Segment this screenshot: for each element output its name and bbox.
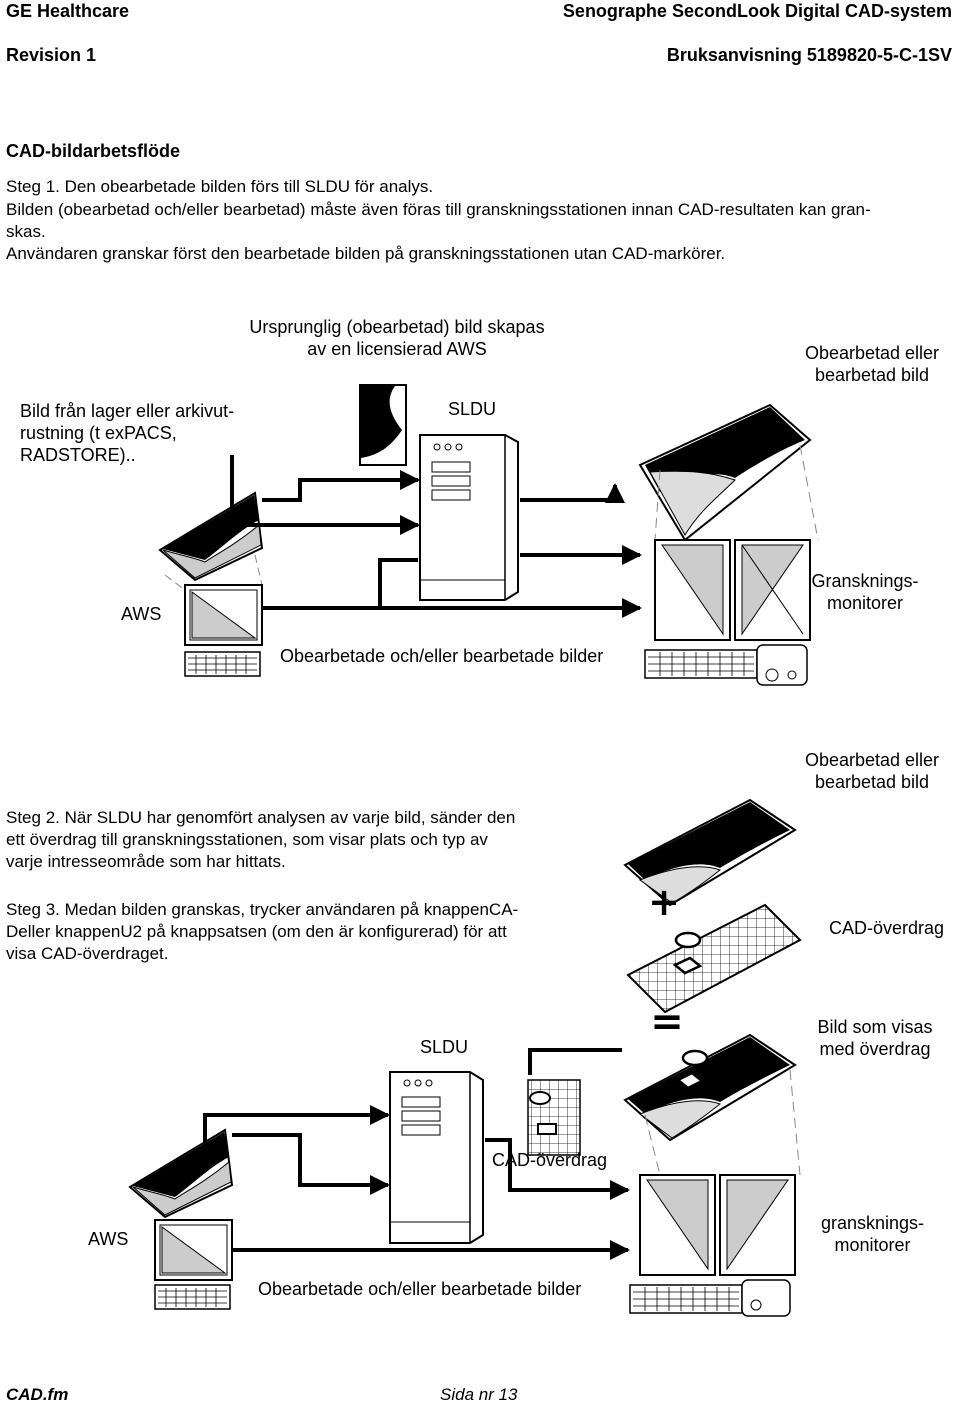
d2-aws-label: AWS xyxy=(88,1229,129,1249)
step1-line3: skas. xyxy=(6,222,46,241)
d1-monitors-line2: monitorer xyxy=(826,593,904,613)
data-flow-arrows xyxy=(230,455,642,618)
step3-line2: Deller knappenU2 på knappsatsen (om den … xyxy=(6,922,507,941)
d1-top-caption-line1: Ursprunglig (obearbetad) bild skapas xyxy=(249,317,545,337)
review-monitors-icon xyxy=(644,539,811,686)
aws-image-icon xyxy=(158,491,264,591)
d1-sldu-label: SLDU xyxy=(448,399,497,419)
manual-number: Bruksanvisning 5189820-5-C-1SV xyxy=(666,45,952,65)
product-name: Senographe SecondLook Digital CAD-system xyxy=(562,1,952,21)
d1-top-caption-line2: av en licensierad AWS xyxy=(307,339,487,359)
section-title: CAD-bildarbetsflöde xyxy=(6,141,181,161)
company-name: GE Healthcare xyxy=(6,1,130,21)
equals-sign: = xyxy=(650,999,684,1045)
d2-monitors-line1: gransknings- xyxy=(820,1213,925,1233)
d1-monitors-line1: Gransknings- xyxy=(811,571,919,591)
d2-result-caption-line1: Bild som visas xyxy=(817,1017,933,1037)
d2-sldu-label: SLDU xyxy=(420,1037,469,1057)
step1-line4: Användaren granskar först den bearbetade… xyxy=(6,244,726,263)
aws-image-icon-2 xyxy=(128,1128,234,1219)
step1-line1: Steg 1. Den obearbetade bilden förs till… xyxy=(6,177,434,196)
plus-sign: + xyxy=(648,880,680,924)
d2-image-caption-line1: Obearbetad eller xyxy=(804,750,940,770)
review-monitors-icon-2 xyxy=(629,1174,796,1317)
result-image-icon xyxy=(623,1033,801,1176)
cad-overlay-sheet-icon xyxy=(527,1079,581,1156)
original-image-icon xyxy=(359,384,407,466)
d1-right-caption-line2: bearbetad bild xyxy=(814,365,930,385)
d2-image-caption-line2: bearbetad bild xyxy=(814,772,930,792)
d2-overlay-label: CAD-överdrag xyxy=(492,1150,608,1170)
d2-flow-label: Obearbetade och/eller bearbetade bilder xyxy=(258,1279,582,1299)
step3-line3: visa CAD-överdraget. xyxy=(6,944,169,963)
step1-line2: Bilden (obearbetad och/eller bearbetad) … xyxy=(6,200,871,219)
sldu-tower-icon-2 xyxy=(389,1071,484,1244)
sldu-tower-icon xyxy=(419,434,519,601)
workflow-diagram-step1 xyxy=(158,384,819,686)
d2-monitors-line2: monitorer xyxy=(834,1235,911,1255)
d1-aws-label: AWS xyxy=(121,604,162,624)
d2-result-caption-line2: med överdrag xyxy=(819,1039,931,1059)
footer-filename: CAD.fm xyxy=(6,1385,69,1404)
right-image-icon xyxy=(638,403,819,542)
d1-left-caption-line3: RADSTORE).. xyxy=(20,445,136,465)
aws-workstation-icon-2 xyxy=(154,1219,233,1310)
d1-flow-label: Obearbetade och/eller bearbetade bilder xyxy=(280,646,604,666)
step3-line1: Steg 3. Medan bilden granskas, trycker a… xyxy=(6,900,519,919)
d1-left-caption-line1: Bild från lager eller arkivut- xyxy=(20,401,235,421)
step2-line2: ett överdrag till granskningsstationen, … xyxy=(6,830,488,849)
workflow-diagram-step2-3: + = xyxy=(128,798,802,1317)
step2-line3: varje intresseområde som har hittats. xyxy=(6,852,286,871)
d1-left-caption-line2: rustning (t exPACS, xyxy=(20,423,177,443)
aws-workstation-icon xyxy=(184,584,263,677)
data-flow-arrows-2 xyxy=(203,1048,630,1260)
cad-overlay-grid-icon xyxy=(626,903,802,1014)
step2-line1: Steg 2. När SLDU har genomfört analysen … xyxy=(6,808,516,827)
footer-page-number: Sida nr 13 xyxy=(440,1385,518,1404)
processed-image-icon xyxy=(623,798,797,907)
d2-overlay-caption: CAD-överdrag xyxy=(829,918,945,938)
d1-right-caption-line1: Obearbetad eller xyxy=(804,343,940,363)
revision-label: Revision 1 xyxy=(6,45,97,65)
